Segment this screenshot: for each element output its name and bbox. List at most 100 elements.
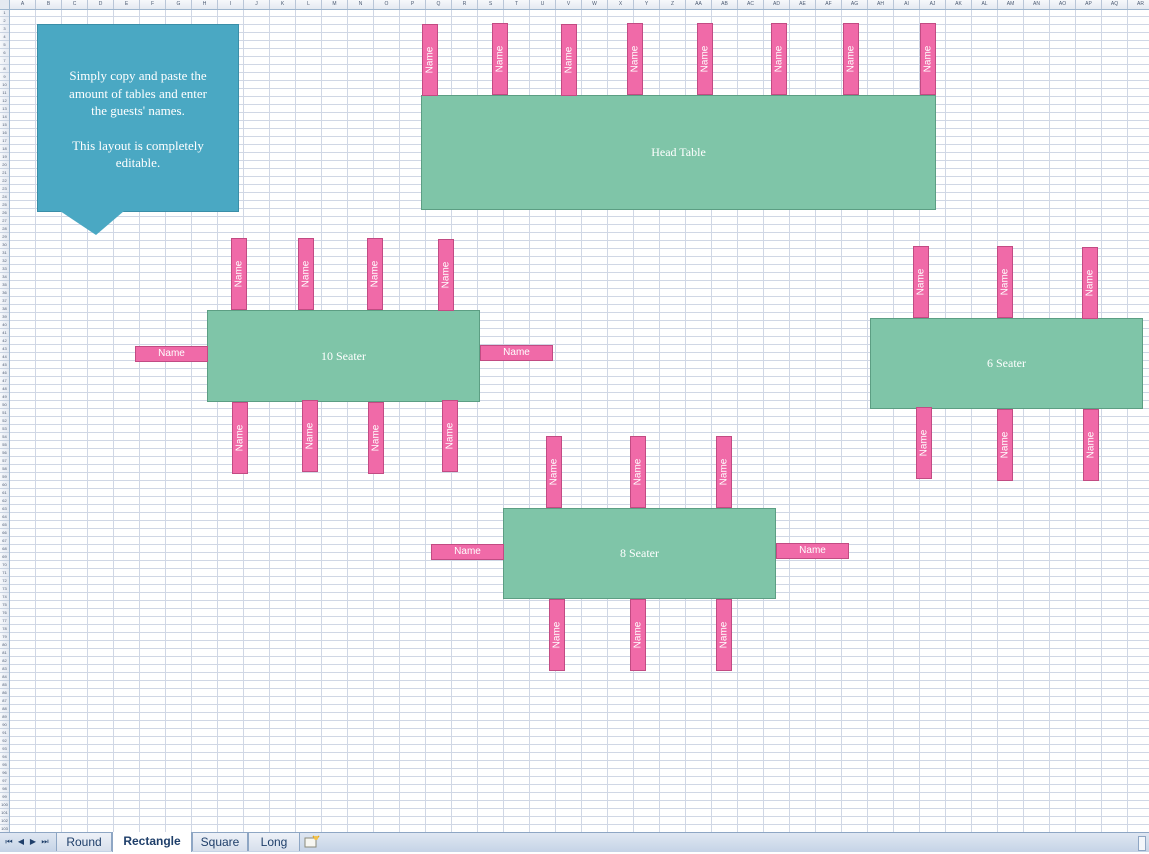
column-letter[interactable]: AL [972,0,998,9]
row-number[interactable]: 58 [0,465,9,473]
row-number[interactable]: 92 [0,737,9,745]
seat-name-box[interactable]: Name [716,436,732,508]
row-number[interactable]: 53 [0,425,9,433]
seat-name-box[interactable]: Name [492,23,508,95]
column-letter[interactable]: AG [842,0,868,9]
seat-name-box[interactable]: Name [546,436,562,508]
column-letter[interactable]: J [244,0,270,9]
row-number[interactable]: 1 [0,9,9,17]
column-letter[interactable]: C [62,0,88,9]
instruction-callout[interactable]: Simply copy and paste the amount of tabl… [37,24,239,212]
seat-name-box[interactable]: Name [302,400,318,472]
row-number[interactable]: 25 [0,201,9,209]
row-number[interactable]: 93 [0,745,9,753]
row-number[interactable]: 69 [0,553,9,561]
seat-name-box[interactable]: Name [913,246,929,318]
column-letter[interactable]: U [530,0,556,9]
row-number[interactable]: 10 [0,81,9,89]
row-number[interactable]: 26 [0,209,9,217]
column-letter[interactable]: G [166,0,192,9]
seat-name-box[interactable]: Name [771,23,787,95]
seat-name-box[interactable]: Name [231,238,247,310]
seat-name-box[interactable]: Name [367,238,383,310]
seat-name-box[interactable]: Name [368,402,384,474]
row-number[interactable]: 39 [0,313,9,321]
column-letter[interactable]: AB [712,0,738,9]
row-number[interactable]: 60 [0,481,9,489]
row-number[interactable]: 43 [0,345,9,353]
select-all-corner[interactable] [0,0,10,10]
row-number[interactable]: 29 [0,233,9,241]
row-number[interactable]: 45 [0,361,9,369]
row-number[interactable]: 12 [0,97,9,105]
seat-name-box[interactable]: Name [630,436,646,508]
row-number[interactable]: 35 [0,281,9,289]
row-number[interactable]: 48 [0,385,9,393]
seat-name-box[interactable]: Name [997,246,1013,318]
column-letter[interactable]: E [114,0,140,9]
seat-name-box[interactable]: Name [843,23,859,95]
column-letter[interactable]: AC [738,0,764,9]
row-number[interactable]: 47 [0,377,9,385]
row-number[interactable]: 44 [0,353,9,361]
column-letter[interactable]: AM [998,0,1024,9]
column-letter[interactable]: AI [894,0,920,9]
prev-sheet-icon[interactable]: ◀ [17,837,25,846]
row-number[interactable]: 3 [0,25,9,33]
row-number[interactable]: 78 [0,625,9,633]
ten-seater-table[interactable]: 10 Seater [207,310,480,402]
row-number[interactable]: 84 [0,673,9,681]
column-letter[interactable]: X [608,0,634,9]
eight-seater-table[interactable]: 8 Seater [503,508,776,599]
seat-name-box[interactable]: Name [480,345,553,361]
row-number[interactable]: 91 [0,729,9,737]
row-number[interactable]: 33 [0,265,9,273]
column-letter[interactable]: AK [946,0,972,9]
column-letter[interactable]: Z [660,0,686,9]
seat-name-box[interactable]: Name [232,402,248,474]
column-letter[interactable]: AA [686,0,712,9]
column-letter[interactable]: AH [868,0,894,9]
column-letter[interactable]: Q [426,0,452,9]
row-number[interactable]: 52 [0,417,9,425]
row-number[interactable]: 32 [0,257,9,265]
row-number[interactable]: 94 [0,753,9,761]
row-number[interactable]: 24 [0,193,9,201]
seat-name-box[interactable]: Name [135,346,208,362]
seat-name-box[interactable]: Name [422,24,438,96]
row-number[interactable]: 18 [0,145,9,153]
row-number[interactable]: 30 [0,241,9,249]
row-number[interactable]: 22 [0,177,9,185]
next-sheet-icon[interactable]: ▶ [29,837,37,846]
row-number[interactable]: 79 [0,633,9,641]
row-number[interactable]: 67 [0,537,9,545]
seat-name-box[interactable]: Name [997,409,1013,481]
row-number[interactable]: 50 [0,401,9,409]
seat-name-box[interactable]: Name [561,24,577,96]
seat-name-box[interactable]: Name [438,239,454,311]
row-number[interactable]: 55 [0,441,9,449]
row-number[interactable]: 61 [0,489,9,497]
row-number[interactable]: 5 [0,41,9,49]
row-number[interactable]: 87 [0,697,9,705]
column-letter[interactable]: R [452,0,478,9]
horizontal-scroll-handle[interactable] [1138,836,1146,851]
column-letter[interactable]: F [140,0,166,9]
row-number[interactable]: 7 [0,57,9,65]
column-letter[interactable]: V [556,0,582,9]
column-letter[interactable]: Y [634,0,660,9]
column-letter[interactable]: K [270,0,296,9]
row-number[interactable]: 65 [0,521,9,529]
column-letter[interactable]: I [218,0,244,9]
column-letter[interactable]: AD [764,0,790,9]
row-number[interactable]: 21 [0,169,9,177]
six-seater-table[interactable]: 6 Seater [870,318,1143,409]
row-number[interactable]: 85 [0,681,9,689]
row-number[interactable]: 70 [0,561,9,569]
tab-long[interactable]: Long [248,833,300,851]
row-number[interactable]: 38 [0,305,9,313]
column-letter[interactable]: AP [1076,0,1102,9]
column-letter[interactable]: H [192,0,218,9]
column-letter[interactable]: AO [1050,0,1076,9]
row-number[interactable]: 71 [0,569,9,577]
